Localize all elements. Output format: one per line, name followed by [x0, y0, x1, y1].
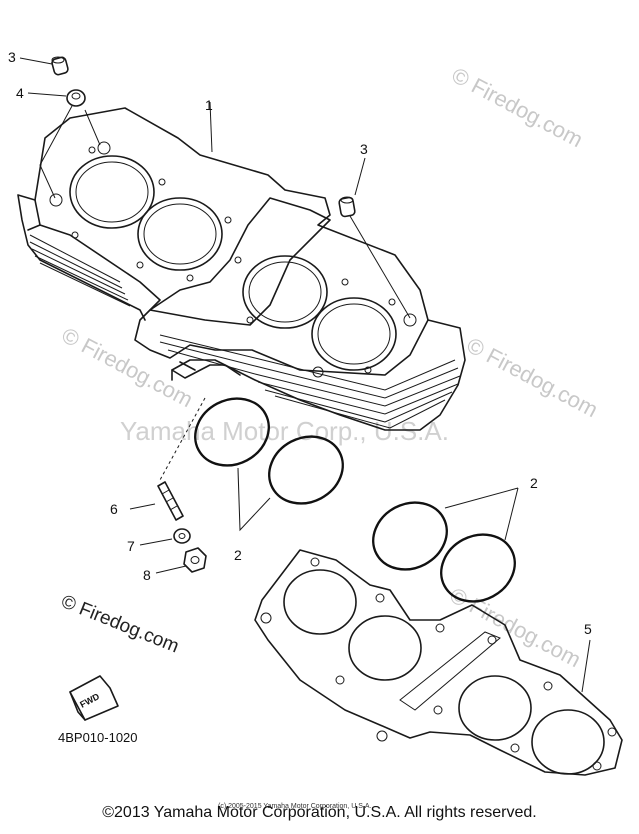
cylinder-right-body [171, 319, 466, 431]
dowel-pin-right [338, 196, 356, 218]
callout-6: 6 [110, 501, 118, 517]
callout-3-right: 3 [360, 141, 368, 157]
o-ring-upper-2 [268, 435, 344, 505]
cylinder-o-rings-upper [194, 397, 344, 505]
forward-arrow-icon: FWD [69, 675, 119, 721]
o-ring-lower-1 [372, 501, 448, 571]
gasket-bore-2 [348, 615, 422, 681]
bore-3-inner [248, 261, 322, 323]
diagram-part-code: 4BP010-1020 [58, 730, 138, 745]
dowel-pin-top-left [51, 56, 69, 76]
firedog-label-dark: © Firedog.com [58, 591, 182, 657]
bore-4-outer [311, 297, 397, 371]
leader-lines [19, 57, 591, 693]
callout-2-left: 2 [234, 547, 242, 563]
callout-5: 5 [584, 621, 592, 637]
washer-part-7 [173, 528, 191, 544]
callout-numbers: 3 4 1 3 6 7 8 2 2 5 [8, 49, 592, 637]
bore-1-outer [69, 155, 155, 229]
stud-holes [49, 141, 417, 378]
watermarks: © Firedog.com © Firedog.com © Firedog.co… [58, 62, 602, 672]
bore-1-inner [75, 161, 149, 223]
bore-2-outer [137, 197, 223, 271]
cylinder-o-rings-lower [372, 501, 516, 603]
bore-4-inner [317, 303, 391, 365]
bore-2-inner [143, 203, 217, 265]
firedog-watermark-4: © Firedog.com [446, 582, 585, 672]
gasket-center-slot [399, 631, 501, 711]
gasket-bore-3 [458, 675, 532, 741]
gasket-bore-1 [283, 569, 357, 635]
footer-copyright: ©2013 Yamaha Motor Corporation, U.S.A. A… [102, 804, 537, 821]
cylinder-block [17, 107, 466, 431]
cylinder-front-stub [149, 197, 331, 326]
o-ring-part-4 [66, 89, 86, 107]
cylinder-bottom-tunnel [171, 361, 241, 379]
cylinder-left-body [17, 194, 146, 321]
gasket-bore-4 [531, 709, 605, 775]
callout-3-top-left: 3 [8, 49, 16, 65]
callout-4: 4 [16, 85, 24, 101]
bore-3-outer [242, 255, 328, 329]
small-copyright: (c) 2005-2015 Yamaha Motor Corporation, … [218, 803, 371, 810]
yamaha-watermark: Yamaha Motor Corp., U.S.A. [120, 416, 449, 446]
firedog-watermark-3: © Firedog.com [463, 332, 602, 422]
firedog-watermark-1: © Firedog.com [448, 62, 587, 152]
gasket-holes [260, 557, 617, 771]
cooling-fins-right [159, 334, 461, 429]
cylinder-base-gasket [254, 549, 623, 776]
o-ring-lower-2 [440, 533, 516, 603]
o-ring-upper-1 [194, 397, 270, 467]
callout-2-right: 2 [530, 475, 538, 491]
callout-8: 8 [143, 567, 151, 583]
gasket-outline [254, 549, 623, 776]
forward-arrow-label: FWD [78, 691, 101, 710]
stud-part-6 [157, 481, 184, 521]
callout-1: 1 [205, 97, 213, 113]
cylinder-top-deck [34, 107, 429, 376]
callout-7: 7 [127, 538, 135, 554]
nut-part-8 [183, 547, 207, 573]
cooling-fins-left [29, 234, 131, 307]
